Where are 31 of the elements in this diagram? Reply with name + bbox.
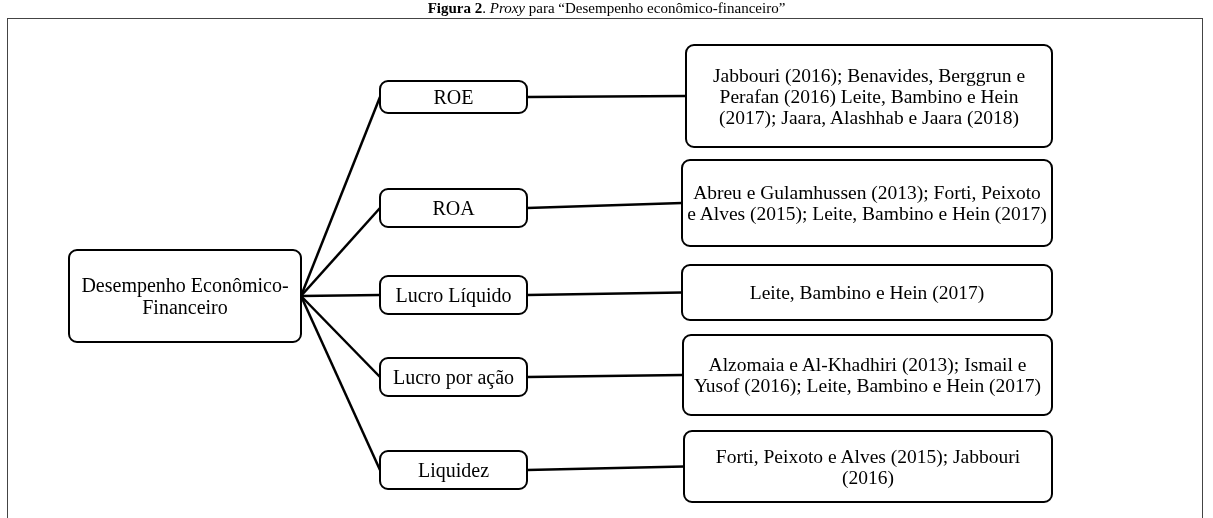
connector-line [527, 373, 683, 379]
indicator-label: Lucro por ação [392, 366, 514, 388]
reference-box [685, 44, 1053, 148]
indicator-label: ROE [433, 86, 474, 108]
reference-text: Forti, Peixoto e Alves (2015); Jabbouri (2016) [714, 445, 1022, 488]
indicator-box [379, 275, 528, 315]
connector-line [301, 293, 380, 298]
root-box [68, 249, 302, 343]
indicator-box [379, 80, 528, 114]
figure-title: Figura 2. Proxy para “Desempenho econômico-financeiro” [427, 0, 786, 17]
connector-line [526, 201, 683, 210]
connector-line [300, 295, 381, 378]
root-label: Desempenho Econômico-Financeiro [80, 274, 290, 318]
reference-box [681, 159, 1053, 247]
reference-text: Leite, Bambino e Hein (2017) [749, 282, 985, 303]
connector-line [527, 94, 686, 99]
connector-line [526, 465, 685, 472]
connector-line [526, 291, 683, 297]
indicator-box [379, 188, 528, 228]
reference-box [681, 264, 1053, 321]
connector-line [300, 207, 381, 297]
reference-box [682, 334, 1053, 416]
indicator-label: Liquidez [417, 459, 490, 481]
reference-box [683, 430, 1053, 503]
indicator-label: Lucro Líquido [395, 284, 512, 306]
indicator-box [379, 450, 528, 490]
reference-text: Alzomaia e Al-Khadhiri (2013); Ismail e Yusof (2016); Leite, Bambino e Hein (2017) [692, 354, 1043, 396]
indicator-label: ROA [432, 197, 475, 219]
indicator-box [379, 357, 528, 397]
reference-text: Abreu e Gulamhussen (2013); Forti, Peixoto e Alves (2015); Leite, Bambino e Hein (2017) [687, 182, 1047, 224]
reference-text: Jabbouri (2016); Benavides, Berggrun e Perafan (2016) Leite, Bambino e Hein (2017); Jaara, Alashhab e Jaara (2018) [711, 64, 1027, 128]
